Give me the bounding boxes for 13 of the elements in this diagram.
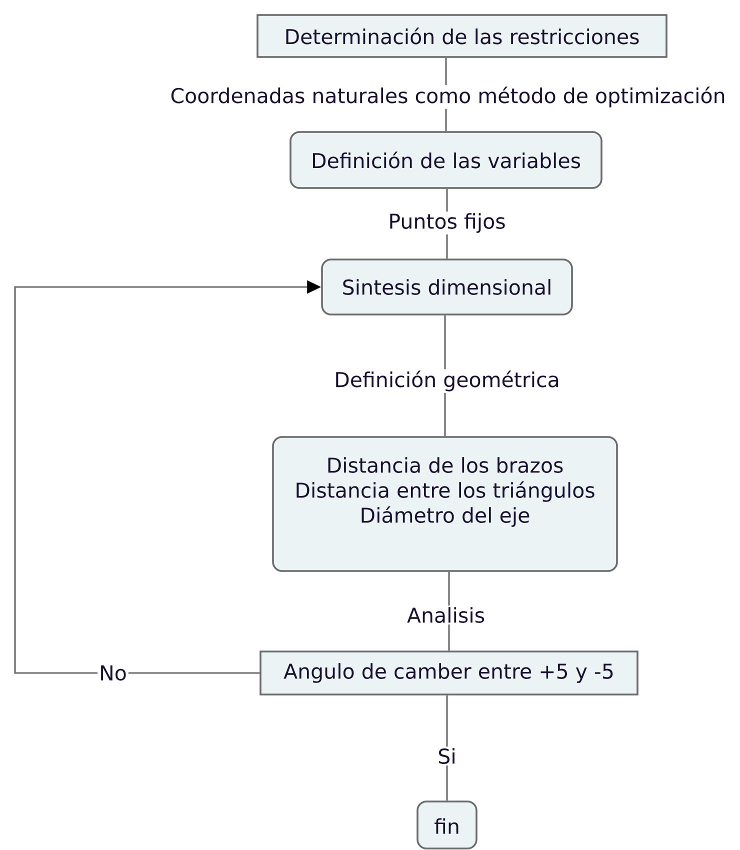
process-box: Definición de las variables [290, 131, 602, 189]
process-box: Determinación de las restricciones [256, 14, 668, 58]
edge-label: Definición geométrica [332, 369, 562, 393]
edge-label: Si [436, 746, 458, 766]
edge-label: Puntos fijos [386, 212, 508, 234]
process-box: Distancia de los brazos Distancia entre los triángulos Diámetro del eje [272, 436, 618, 572]
connector [446, 695, 448, 801]
process-box: fin [416, 800, 478, 850]
edge-label: Coordenadas naturales como método de optimización [168, 85, 728, 109]
edge-label: Analisis [406, 606, 487, 624]
edge-label: No [98, 664, 128, 682]
process-box: Angulo de camber entre +5 y -5 [260, 650, 638, 696]
process-box: Sintesis dimensional [321, 258, 573, 316]
